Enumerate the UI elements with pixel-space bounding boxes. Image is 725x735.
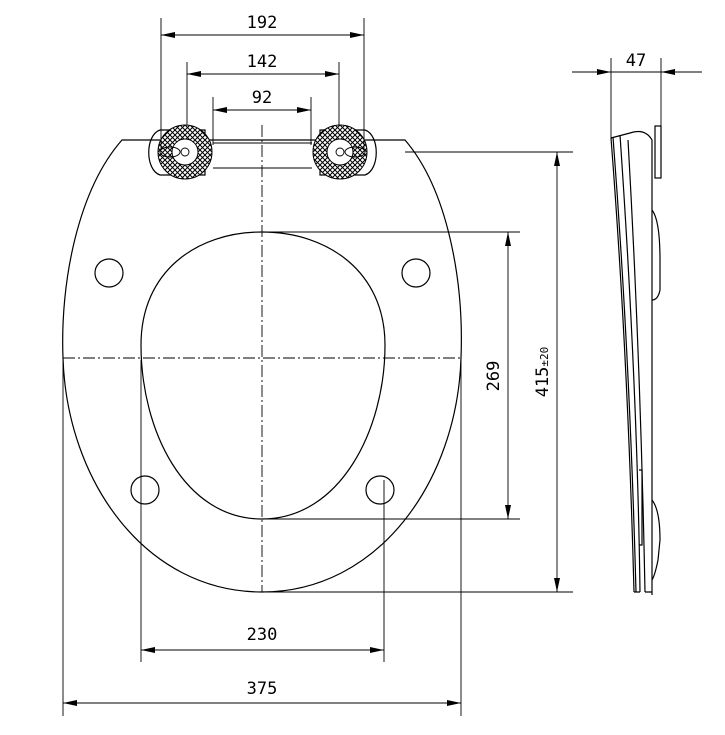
svg-text:269: 269 <box>484 361 504 392</box>
hinge-left <box>148 124 213 180</box>
svg-text:375: 375 <box>247 679 278 699</box>
dimension-230: 230 <box>140 360 385 662</box>
dimension-192: 192 <box>160 13 365 150</box>
hinge-right <box>312 124 377 180</box>
svg-text:142: 142 <box>247 52 278 72</box>
dimension-415: 415±20 <box>262 151 573 593</box>
side-view <box>610 125 662 595</box>
svg-text:47: 47 <box>626 51 646 71</box>
svg-text:230: 230 <box>247 625 278 645</box>
dimension-375: 375 <box>62 358 462 716</box>
dimension-142: 142 <box>186 52 340 125</box>
bumper-hole <box>401 258 431 288</box>
svg-text:92: 92 <box>252 88 272 108</box>
seat-opening <box>140 231 386 520</box>
dimension-92: 92 <box>212 88 312 145</box>
dimension-47: 47 <box>572 51 702 138</box>
bumper-hole <box>94 258 124 288</box>
bumper-hole <box>130 475 160 505</box>
dimension-269: 269 <box>262 231 520 520</box>
bumper-hole <box>365 475 395 505</box>
svg-text:415±20: 415±20 <box>533 347 553 398</box>
svg-text:192: 192 <box>247 13 278 33</box>
